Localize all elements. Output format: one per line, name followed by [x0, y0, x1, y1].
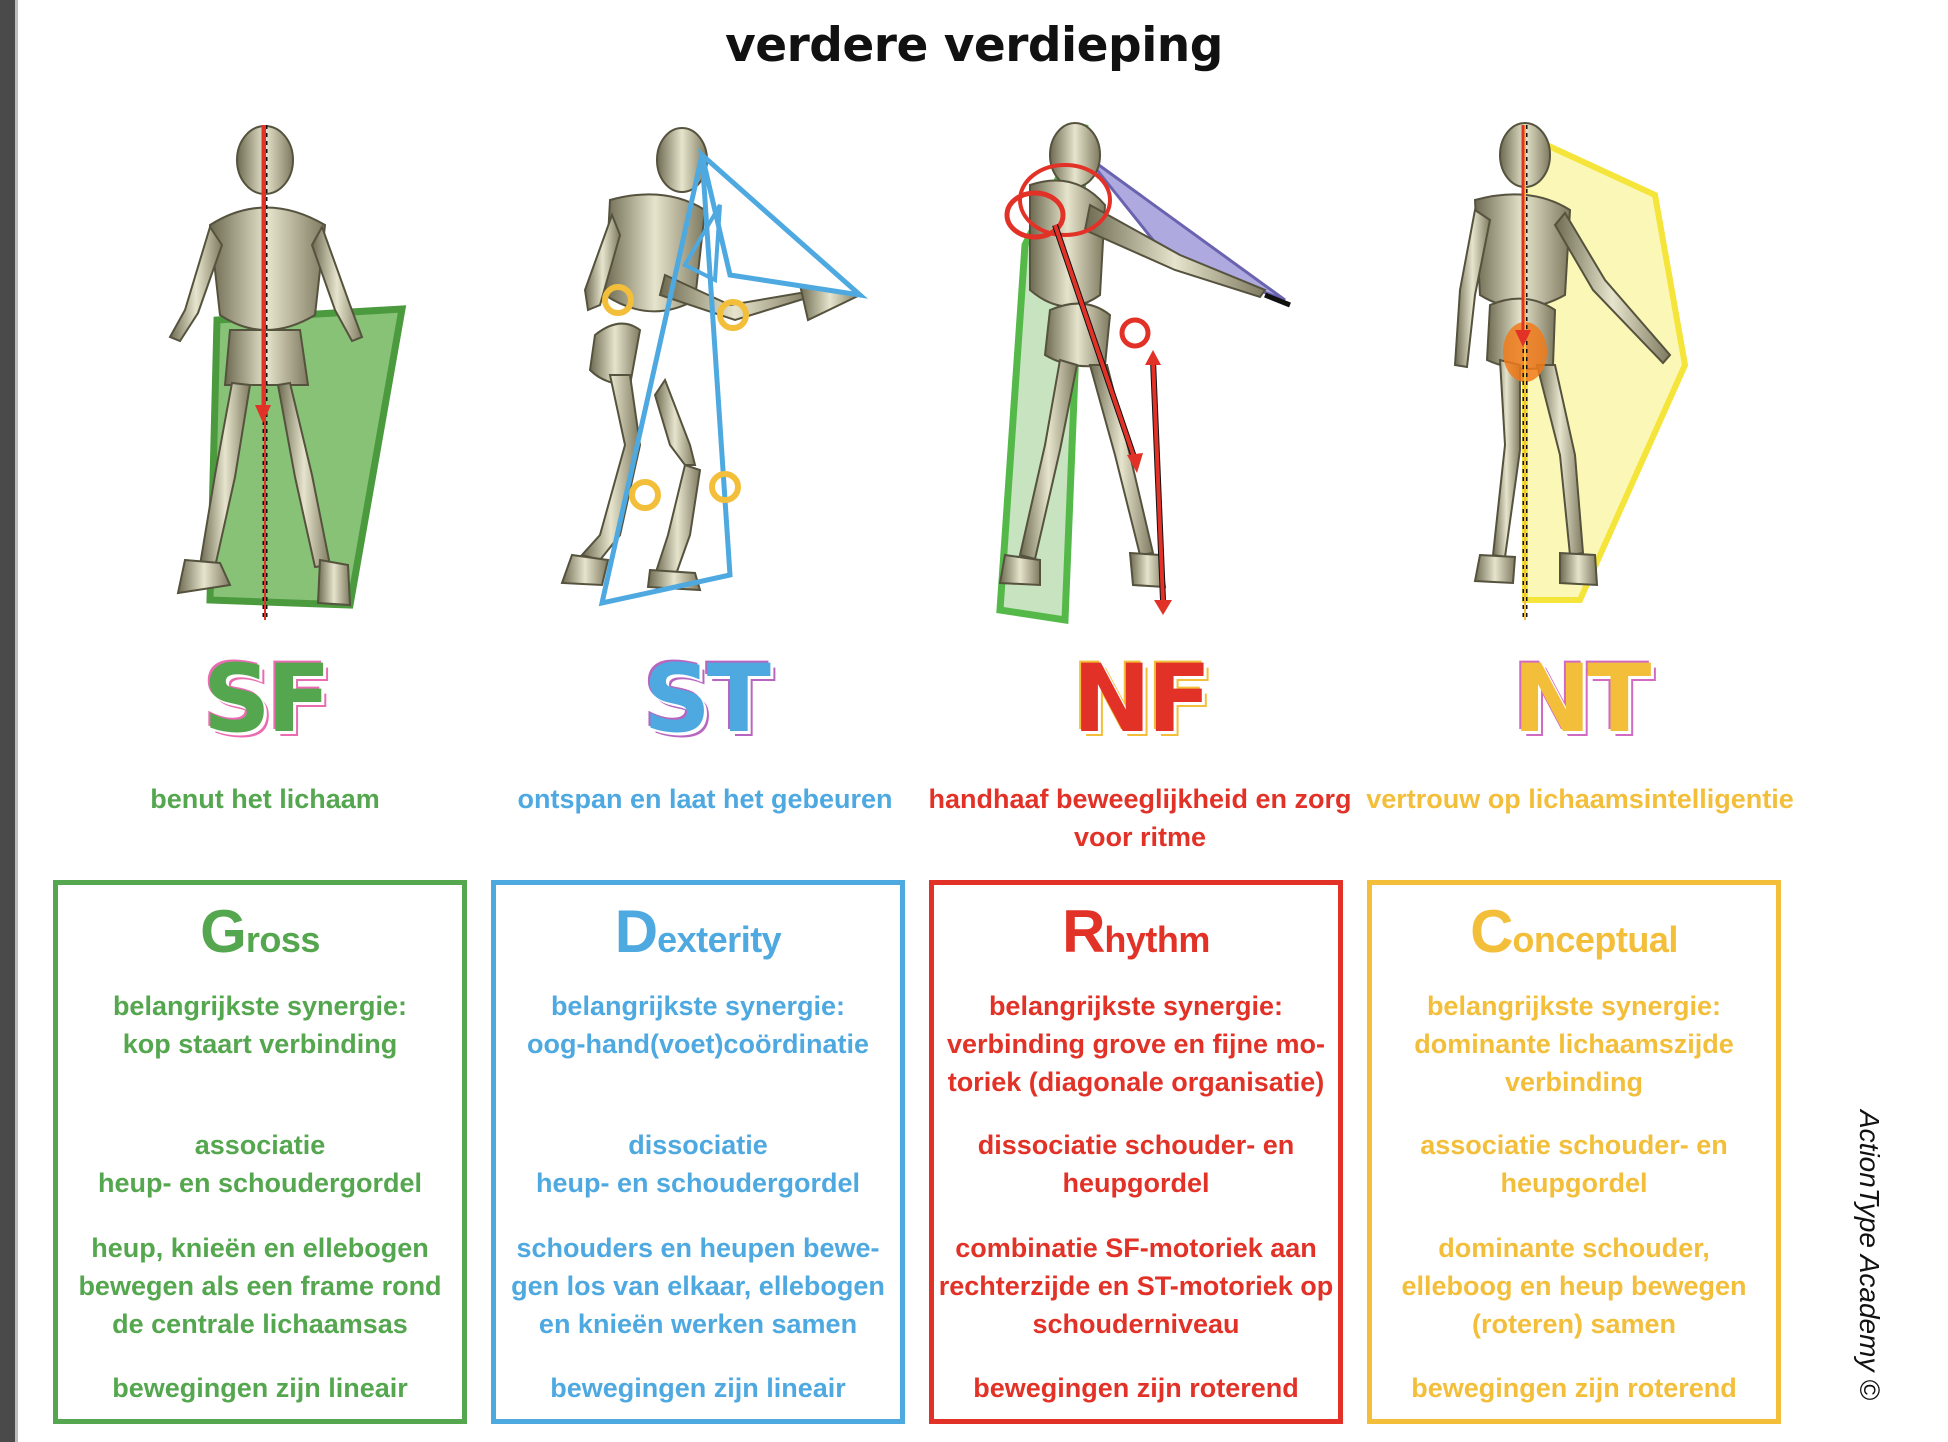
gross-association: associatie heup- en schoudergordel [97, 1130, 423, 1198]
dexterity-title-rest: exterity [657, 919, 782, 960]
rhythm-box: Rhythm belangrijkste synergie: verbindin… [929, 880, 1343, 1424]
conceptual-shoulder-text: dominante schouder, elleboog en heup bew… [1401, 1233, 1747, 1339]
conceptual-association: associatie schouder- en heupgordel [1420, 1130, 1728, 1198]
gross-initial: G [200, 898, 247, 965]
rhythm-combination-text: combinatie SF-motoriek aan rechterzijde … [938, 1233, 1334, 1339]
conceptual-movement: bewegingen zijn roterend [1411, 1373, 1737, 1403]
rhythm-dissociation: dissociatie schouder- en heupgordel [977, 1130, 1295, 1198]
conceptual-title-rest: onceptual [1512, 919, 1678, 960]
st-code: ST [643, 645, 771, 754]
dexterity-box: Dexterity belangrijkste synergie: oog-ha… [491, 880, 905, 1424]
nt-motto: vertrouw op lichaamsintelligentie [1366, 784, 1794, 814]
rhythm-title: Rhythm [934, 897, 1338, 966]
st-motto: ontspan en laat het gebeuren [517, 784, 893, 814]
window-edge [0, 0, 15, 1442]
nt-code: NT [1512, 645, 1652, 754]
nf-motto: handhaaf beweeglijkheid en zorg voor rit… [928, 784, 1352, 852]
window-edge-shade [15, 0, 18, 1442]
dexterity-initial: D [614, 898, 658, 965]
conceptual-box: Conceptual belangrijkste synergie: domin… [1367, 880, 1781, 1424]
dexterity-movement: bewegingen zijn lineair [550, 1373, 846, 1403]
sf-code: SF [203, 645, 331, 754]
dexterity-dissociation: dissociatie heup- en schoudergordel [535, 1130, 861, 1198]
st-skeleton-figure [560, 127, 869, 607]
nf-code: NF [1072, 645, 1212, 754]
dexterity-synergy: belangrijkste synergie: oog-hand(voet)co… [527, 991, 869, 1059]
copyright-credit: ActionType Academy © [1854, 1110, 1885, 1400]
nt-skeleton-figure [1453, 122, 1689, 620]
page-title: verdere verdieping [725, 18, 1223, 73]
conceptual-synergy: belangrijkste synergie: dominante lichaa… [1414, 991, 1734, 1097]
conceptual-title: Conceptual [1372, 897, 1776, 966]
rhythm-initial: R [1062, 898, 1105, 965]
rhythm-synergy: belangrijkste synergie: verbinding grove… [946, 991, 1326, 1097]
dexterity-title: Dexterity [496, 897, 900, 966]
gross-synergy: belangrijkste synergie: kop staart verbi… [112, 991, 408, 1059]
conceptual-initial: C [1470, 898, 1513, 965]
sf-motto: benut het lichaam [150, 784, 380, 814]
nf-skeleton-figure [996, 122, 1291, 625]
gross-title-rest: ross [245, 919, 321, 960]
dexterity-shoulders-text: schouders en heupen bewe- gen los van el… [511, 1233, 885, 1339]
rhythm-title-rest: hythm [1104, 919, 1210, 960]
sf-skeleton-figure [168, 125, 407, 620]
rhythm-movement: bewegingen zijn roterend [973, 1373, 1299, 1403]
gross-frame-text: heup, knieën en ellebogen bewegen als ee… [78, 1233, 442, 1339]
gross-box: Gross belangrijkste synergie: kop staart… [53, 880, 467, 1424]
gross-title: Gross [58, 897, 462, 966]
gross-movement: bewegingen zijn lineair [112, 1373, 408, 1403]
